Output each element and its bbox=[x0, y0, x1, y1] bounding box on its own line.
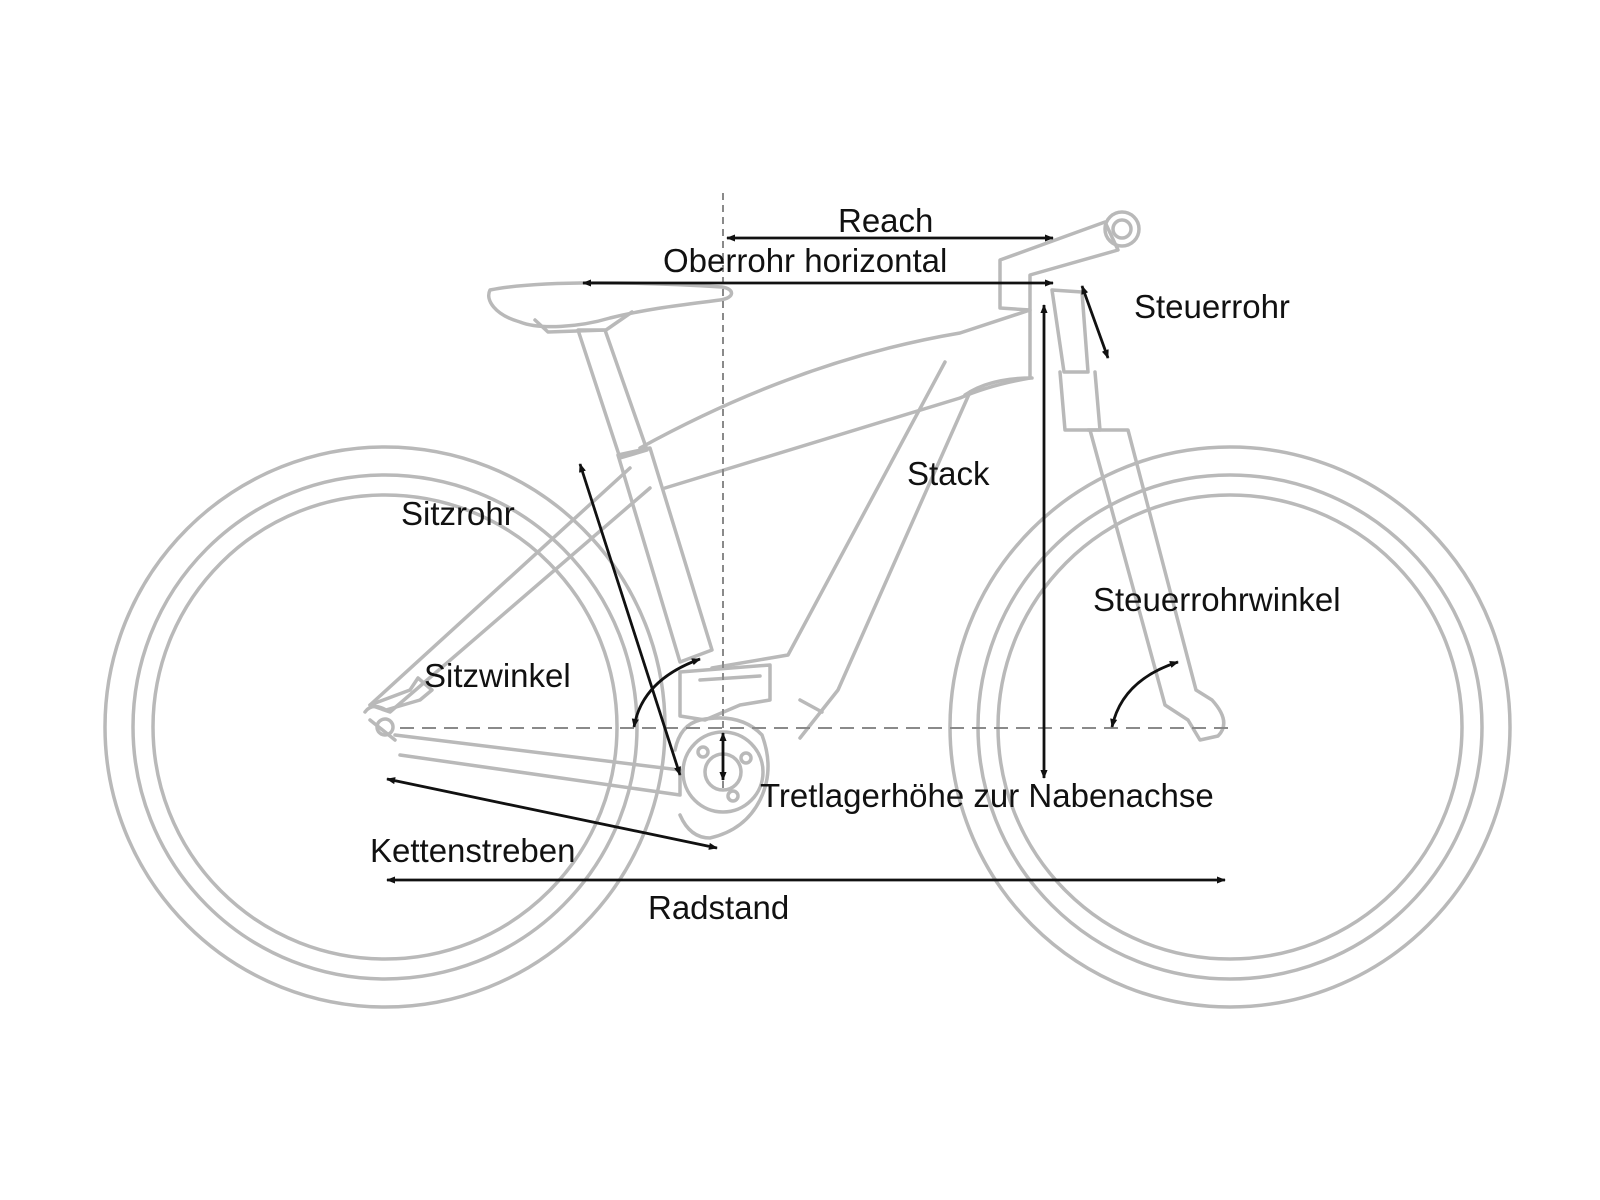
stem bbox=[998, 220, 1120, 312]
top-tube-label: Oberrohr horizontal bbox=[663, 242, 948, 279]
head-tube-arrow bbox=[1080, 285, 1110, 359]
reference-lines bbox=[400, 193, 1232, 790]
bb-height-label: Tretlagerhöhe zur Nabenachse bbox=[760, 777, 1214, 814]
down-tube bbox=[710, 360, 947, 670]
stack-label: Stack bbox=[907, 455, 990, 492]
wheelbase-label: Radstand bbox=[648, 889, 790, 926]
fork-leg bbox=[1086, 428, 1226, 742]
handlebar bbox=[1103, 210, 1141, 248]
motor-cover bbox=[678, 663, 772, 722]
saddle bbox=[487, 281, 734, 329]
reach-label: Reach bbox=[838, 202, 934, 239]
front-wheel bbox=[948, 445, 1512, 1009]
bottom-bracket bbox=[673, 716, 770, 840]
fork-upper bbox=[1058, 370, 1102, 432]
head-tube bbox=[1050, 288, 1090, 374]
head-tube-label: Steuerrohr bbox=[1134, 288, 1290, 325]
seatpost bbox=[576, 328, 649, 460]
top-tube bbox=[638, 308, 1032, 490]
seat-angle-label: Sitzwinkel bbox=[424, 657, 571, 694]
chainstays-label: Kettenstreben bbox=[370, 832, 576, 869]
head-tube-angle-arc bbox=[1110, 660, 1179, 728]
head-tube-angle-label: Steuerrohrwinkel bbox=[1093, 581, 1341, 618]
seat-angle-arc bbox=[631, 657, 701, 728]
seat-tube-label: Sitzrohr bbox=[401, 495, 515, 532]
rear-dropout bbox=[363, 676, 434, 714]
chainstay-arrow bbox=[386, 777, 718, 850]
measurement-arrows bbox=[386, 234, 1226, 884]
